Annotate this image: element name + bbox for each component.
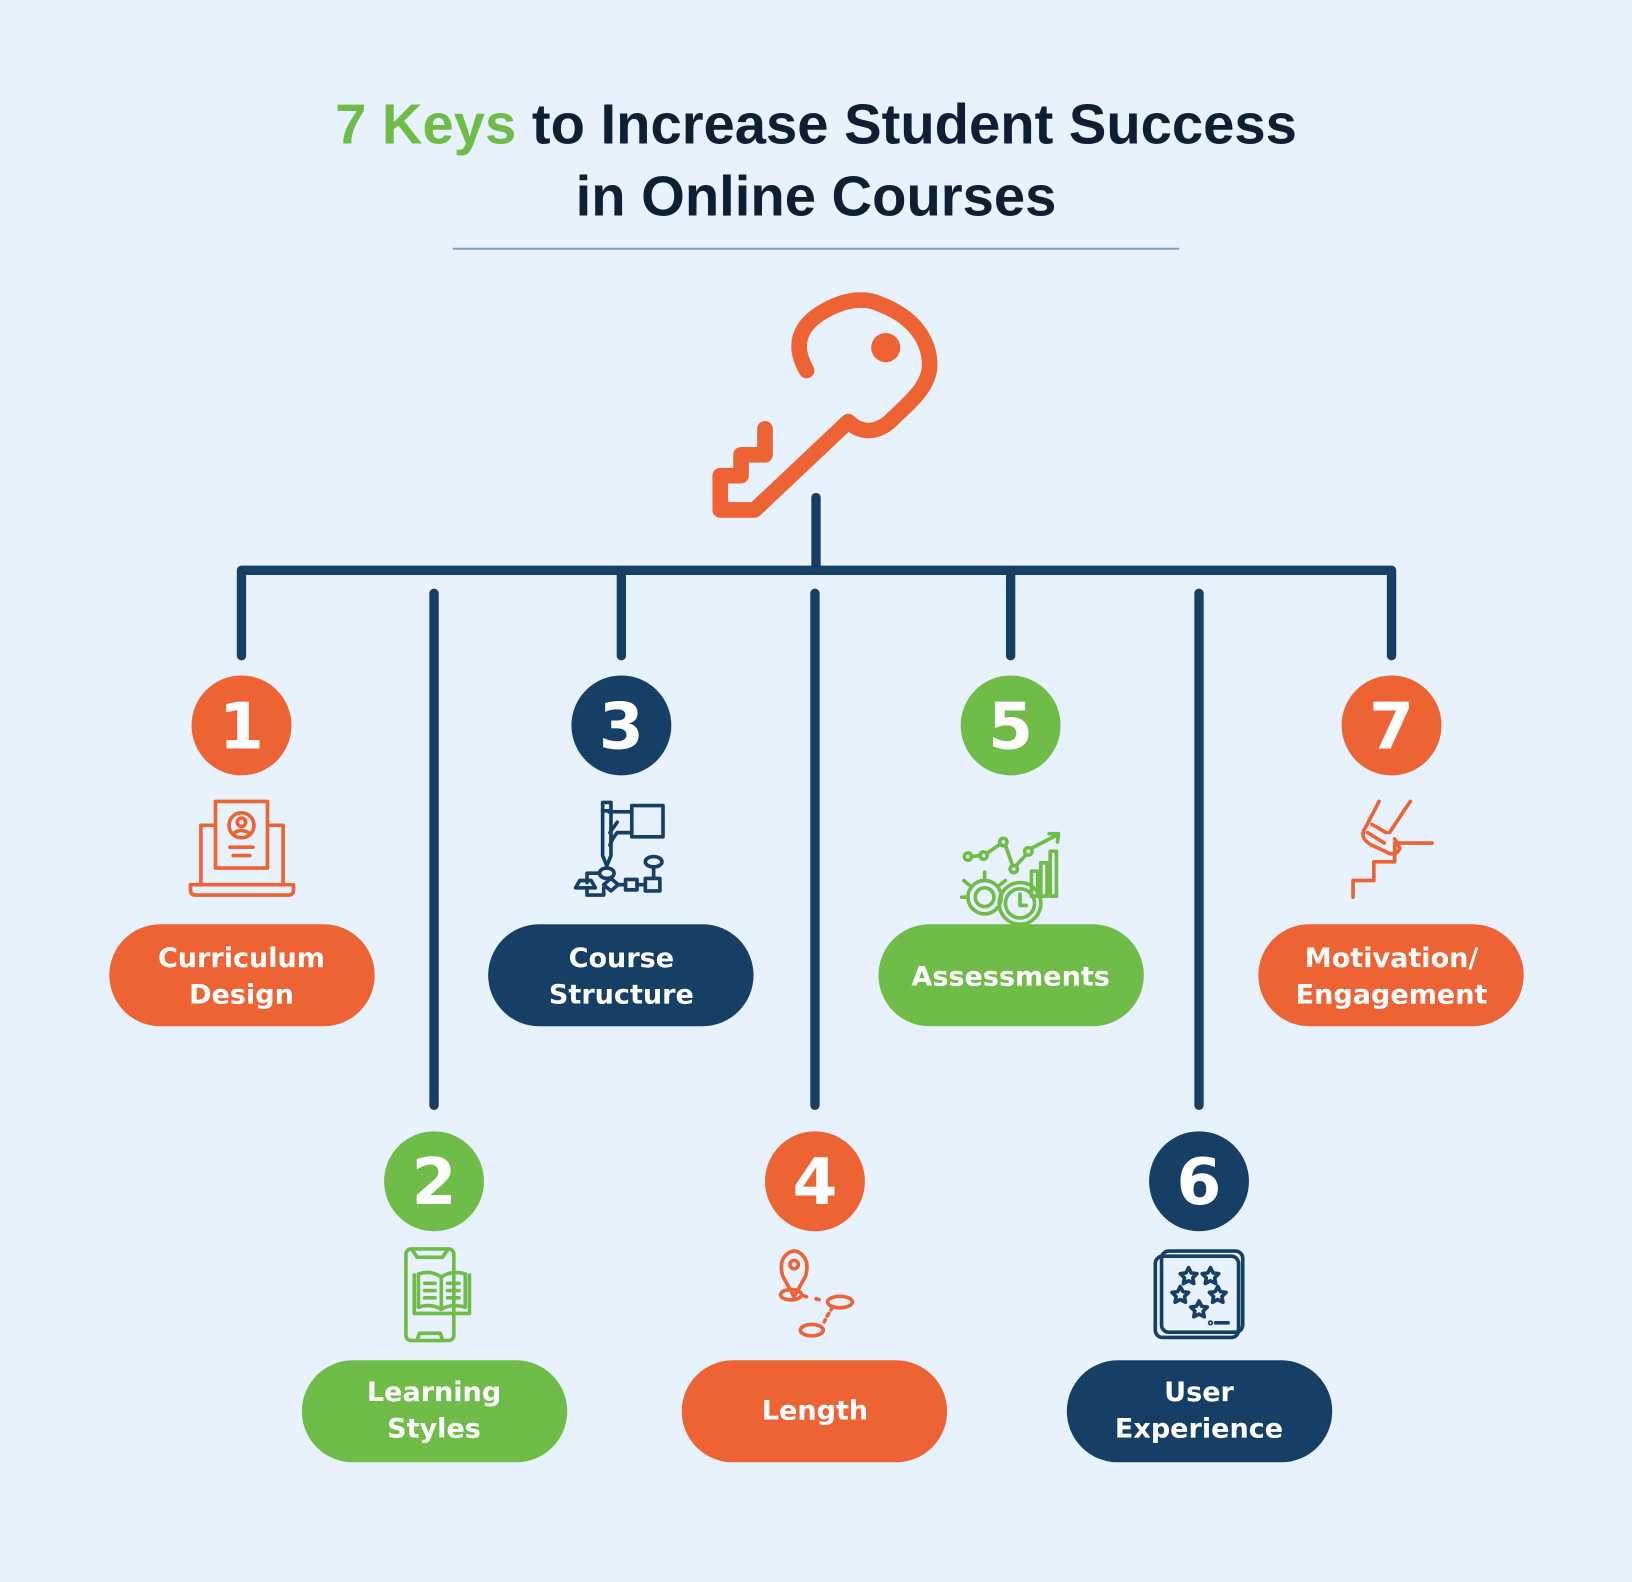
- key-label-3-line1: Course: [569, 943, 674, 974]
- key-pill-6: [1066, 1360, 1333, 1463]
- key-pill-7: [1258, 924, 1524, 1027]
- key-label-3-line2: Structure: [549, 979, 694, 1010]
- key-item-7: 7 Motivation/ Engagement: [1258, 675, 1524, 1027]
- key-label-6-line2: Experience: [1115, 1413, 1283, 1444]
- number-badge-6: [1149, 1131, 1249, 1232]
- number-6: 6: [1177, 1145, 1222, 1220]
- key-item-1: 1 Curriculum Design: [109, 675, 375, 1027]
- map-route-icon: [778, 1249, 855, 1338]
- number-badge-4: [765, 1131, 865, 1232]
- phone-book-icon: [404, 1247, 472, 1343]
- star-rating-card-icon: [1153, 1249, 1245, 1340]
- number-badge-2: [384, 1131, 484, 1232]
- key-pill-1: [109, 924, 375, 1027]
- number-2: 2: [412, 1145, 457, 1220]
- key-label-4: Length: [762, 1396, 868, 1427]
- number-3: 3: [599, 689, 644, 764]
- connector-tree: [236, 492, 1397, 1111]
- key-icon: [712, 292, 938, 518]
- number-badge-7: [1341, 675, 1442, 776]
- title-line-1-rest: to Increase Student Success: [516, 93, 1297, 156]
- key-label-2-line1: Learning: [367, 1377, 501, 1408]
- number-5: 5: [988, 689, 1033, 764]
- key-pill-3: [488, 924, 754, 1027]
- key-pill-2: [301, 1360, 568, 1463]
- key-label-5: Assessments: [911, 962, 1109, 993]
- key-item-6: 6 User Experience: [1066, 1131, 1333, 1463]
- number-badge-5: [960, 675, 1061, 776]
- number-badge-1: [191, 675, 292, 776]
- key-label-6-line1: User: [1164, 1377, 1234, 1408]
- number-4: 4: [793, 1145, 838, 1220]
- key-pill-5: [878, 924, 1144, 1027]
- key-item-4: 4 Length: [681, 1131, 948, 1463]
- key-label-1-line1: Curriculum: [158, 943, 325, 974]
- key-item-2: 2 Learning Styles: [301, 1131, 568, 1463]
- key-label-7-line2: Engagement: [1296, 979, 1488, 1010]
- title-highlight: 7 Keys: [335, 93, 516, 156]
- page-title: 7 Keys to Increase Student Success in On…: [335, 93, 1297, 228]
- key-item-5: 5 Assessments: [878, 675, 1144, 1027]
- key-item-3: 3 Course Structure: [488, 675, 754, 1027]
- key-pill-4: [681, 1360, 948, 1463]
- hand-flowchart-icon: [573, 800, 665, 897]
- stairs-climb-icon: [1351, 799, 1434, 899]
- title-line-2: in Online Courses: [576, 164, 1057, 227]
- key-label-2-line2: Styles: [387, 1413, 481, 1444]
- number-badge-3: [571, 675, 672, 776]
- title-line-1: 7 Keys to Increase Student Success: [335, 93, 1297, 156]
- key-label-7-line1: Motivation/: [1305, 943, 1479, 974]
- number-7: 7: [1369, 689, 1414, 764]
- laptop-profile-icon: [188, 799, 296, 897]
- key-label-1-line2: Design: [189, 979, 294, 1010]
- gear-chart-clock-icon: [959, 831, 1061, 927]
- number-1: 1: [219, 689, 264, 764]
